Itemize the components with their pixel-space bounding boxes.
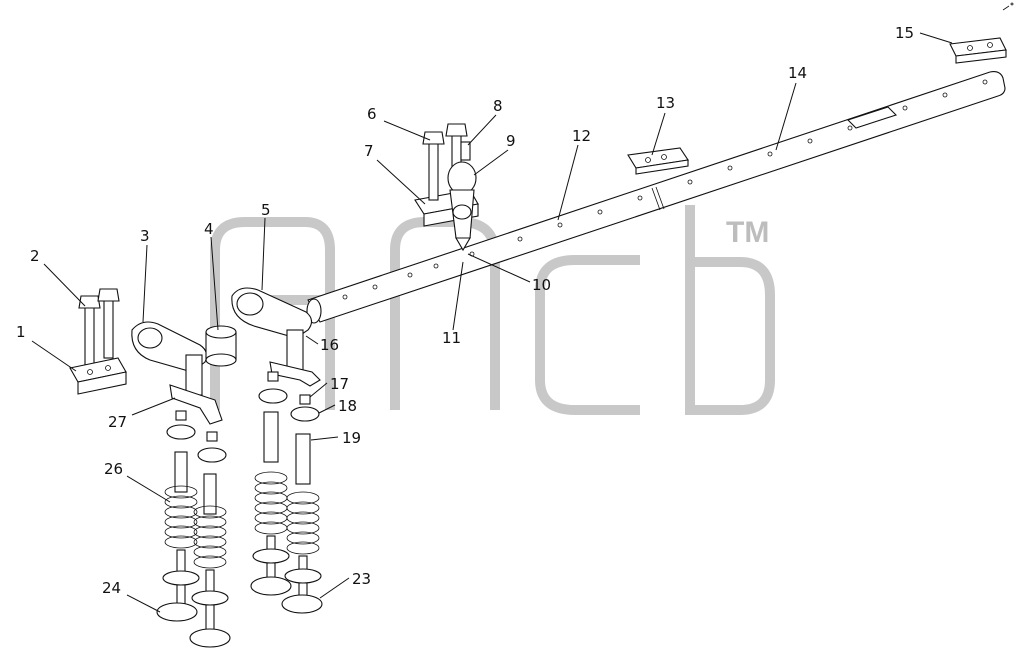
callout-26: 26: [104, 460, 123, 478]
shaft-support-15: [949, 37, 1007, 64]
callout-7: 7: [364, 142, 374, 160]
callout-15: 15: [895, 24, 914, 42]
callout-8: 8: [493, 97, 503, 115]
rocker-arm-3: [131, 321, 208, 396]
callout-13: 13: [656, 94, 675, 112]
shaft-support-13: [627, 147, 689, 175]
leader-lines: [31, 32, 953, 613]
watermark-tm: TM: [726, 216, 769, 249]
bolts-2: [78, 288, 120, 366]
callout-23: 23: [352, 570, 371, 588]
callout-1: 1: [16, 323, 26, 341]
corner-mark: [1002, 2, 1014, 11]
rocker-arm-9: [447, 141, 477, 252]
callout-5: 5: [261, 201, 271, 219]
bridge-1: [69, 357, 127, 395]
rocker-arm-5: [231, 287, 313, 371]
valve-caps: [166, 371, 320, 463]
callout-14: 14: [788, 64, 807, 82]
valve-bridge-27: [169, 384, 223, 425]
callout-9: 9: [506, 132, 516, 150]
callout-3: 3: [140, 227, 150, 245]
callout-10: 10: [532, 276, 551, 294]
valve-springs: [164, 451, 320, 569]
callout-11: 11: [442, 329, 461, 347]
valve-guides-19: [263, 411, 311, 485]
callout-17: 17: [330, 375, 349, 393]
callout-18: 18: [338, 397, 357, 415]
callout-27: 27: [108, 413, 127, 431]
callout-2: 2: [30, 247, 40, 265]
callout-labels: 1 2 3 4 5 6 7 8 9 10 11 12 13 14 15 16 1…: [16, 24, 914, 597]
callout-24: 24: [102, 579, 121, 597]
callout-16: 16: [320, 336, 339, 354]
callout-4: 4: [204, 220, 214, 238]
callout-6: 6: [367, 105, 377, 123]
callout-19: 19: [342, 429, 361, 447]
valves: [156, 535, 323, 648]
callout-12: 12: [572, 127, 591, 145]
bushing-4: [205, 325, 237, 367]
